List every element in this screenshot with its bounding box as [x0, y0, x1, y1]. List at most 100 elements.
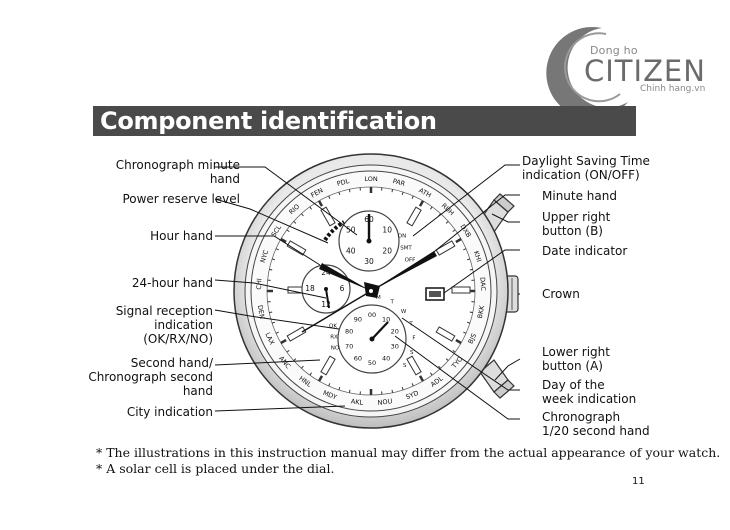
citizen-logo-swoosh	[546, 26, 628, 110]
minute-tick	[429, 206, 433, 210]
minute-tick	[309, 372, 313, 376]
minute-tick	[301, 213, 304, 217]
subdial-number: 80	[345, 328, 353, 336]
dst-indicator-marks: ON SMT OFF	[398, 234, 416, 264]
power-reserve-arc	[323, 220, 346, 242]
minute-tick	[429, 372, 433, 376]
dst-mark: SMT	[400, 246, 412, 252]
minute-tick	[452, 229, 456, 233]
minute-tick	[286, 349, 290, 353]
label-city-indication: City indication	[126, 405, 213, 419]
minute-tick	[463, 248, 467, 251]
signal-mark: NO	[331, 346, 340, 352]
city-label: PDL	[336, 177, 351, 188]
label-hour-hand: Hour hand	[150, 229, 213, 243]
minute-tick	[301, 365, 304, 369]
day-of-week-mark: S	[403, 363, 407, 369]
minute-tick	[391, 189, 394, 193]
hour-marker	[451, 286, 471, 294]
subdial-number: 20	[382, 247, 392, 256]
city-label: LON	[364, 175, 378, 183]
minute-tick	[338, 386, 341, 391]
city-label: AKL	[350, 397, 364, 407]
city-label: KHI	[472, 250, 483, 263]
hour-marker	[286, 326, 307, 342]
minute-tick	[452, 349, 456, 353]
minute-tick	[269, 268, 273, 271]
subdial-number: 90	[354, 316, 362, 324]
minute-tick	[280, 338, 287, 345]
minute-tick	[275, 331, 279, 334]
day-of-week-mark: M	[376, 295, 381, 301]
subdial-number: 60	[354, 354, 362, 362]
subdial-number: 30	[391, 342, 399, 350]
minute-tick	[445, 358, 449, 361]
minute-tick	[293, 358, 297, 361]
dst-mark: OFF	[405, 258, 416, 264]
subdial-number: 10	[382, 226, 392, 235]
minute-tick	[309, 206, 313, 210]
day-of-week-mark: T	[390, 300, 395, 306]
minute-tick	[293, 221, 297, 224]
minute-tick	[466, 258, 471, 261]
minute-tick	[463, 331, 467, 334]
minute-tick	[411, 195, 414, 199]
note-illustration: * The illustrations in this instruction …	[96, 445, 721, 460]
minute-tick	[445, 221, 449, 224]
hour-marker	[286, 240, 307, 256]
label-date-indicator: Date indicator	[542, 244, 628, 258]
minute-tick	[271, 321, 276, 324]
minute-tick	[275, 248, 279, 251]
subdial-number: 20	[391, 328, 399, 336]
signal-mark: OK	[329, 324, 337, 330]
chrono-minute-subdial: 601020304050	[338, 210, 400, 272]
dst-mark: ON	[398, 234, 406, 240]
subdial-number: 30	[364, 257, 374, 266]
minute-tick	[391, 389, 394, 393]
subdial-number: 12	[321, 300, 331, 309]
city-label: DEN	[256, 304, 267, 319]
minute-tick	[455, 338, 462, 345]
minute-tick	[438, 365, 441, 369]
label-24-hour-hand: 24-hour hand	[131, 276, 213, 290]
hour-marker	[406, 206, 422, 227]
hour-marker	[320, 355, 336, 376]
minute-tick	[269, 311, 273, 314]
minute-tick	[338, 191, 341, 196]
subdial-number: 50	[368, 359, 376, 367]
minute-tick	[401, 386, 404, 391]
label-crown: Crown	[542, 287, 580, 301]
minute-tick	[418, 200, 425, 207]
lower-right-button	[479, 359, 515, 399]
label-power-reserve: Power reserve level	[122, 192, 240, 206]
city-label: PAR	[392, 177, 407, 188]
minute-tick	[469, 311, 473, 314]
minute-tick	[328, 195, 331, 199]
page-number: 11	[632, 476, 645, 487]
subdial-number: 18	[305, 284, 315, 293]
signal-mark: RX	[330, 335, 338, 341]
leader-lines	[214, 164, 521, 420]
subdial-number: 40	[382, 354, 390, 362]
minute-tick	[328, 383, 331, 387]
city-label: DAC	[478, 277, 487, 292]
subdial-number: 24	[321, 268, 331, 277]
signal-indicator-marks: OK RX NO	[329, 324, 340, 352]
city-label: BKK	[476, 304, 486, 319]
minute-tick	[280, 237, 287, 244]
logo-top-text: Dong ho	[590, 44, 638, 57]
title-banner	[93, 106, 636, 136]
subdial-number: 70	[345, 342, 353, 350]
logo-bottom-text: Chinh hang.vn	[640, 84, 706, 94]
minute-tick	[348, 389, 351, 393]
page-title: Component identification	[100, 107, 437, 135]
